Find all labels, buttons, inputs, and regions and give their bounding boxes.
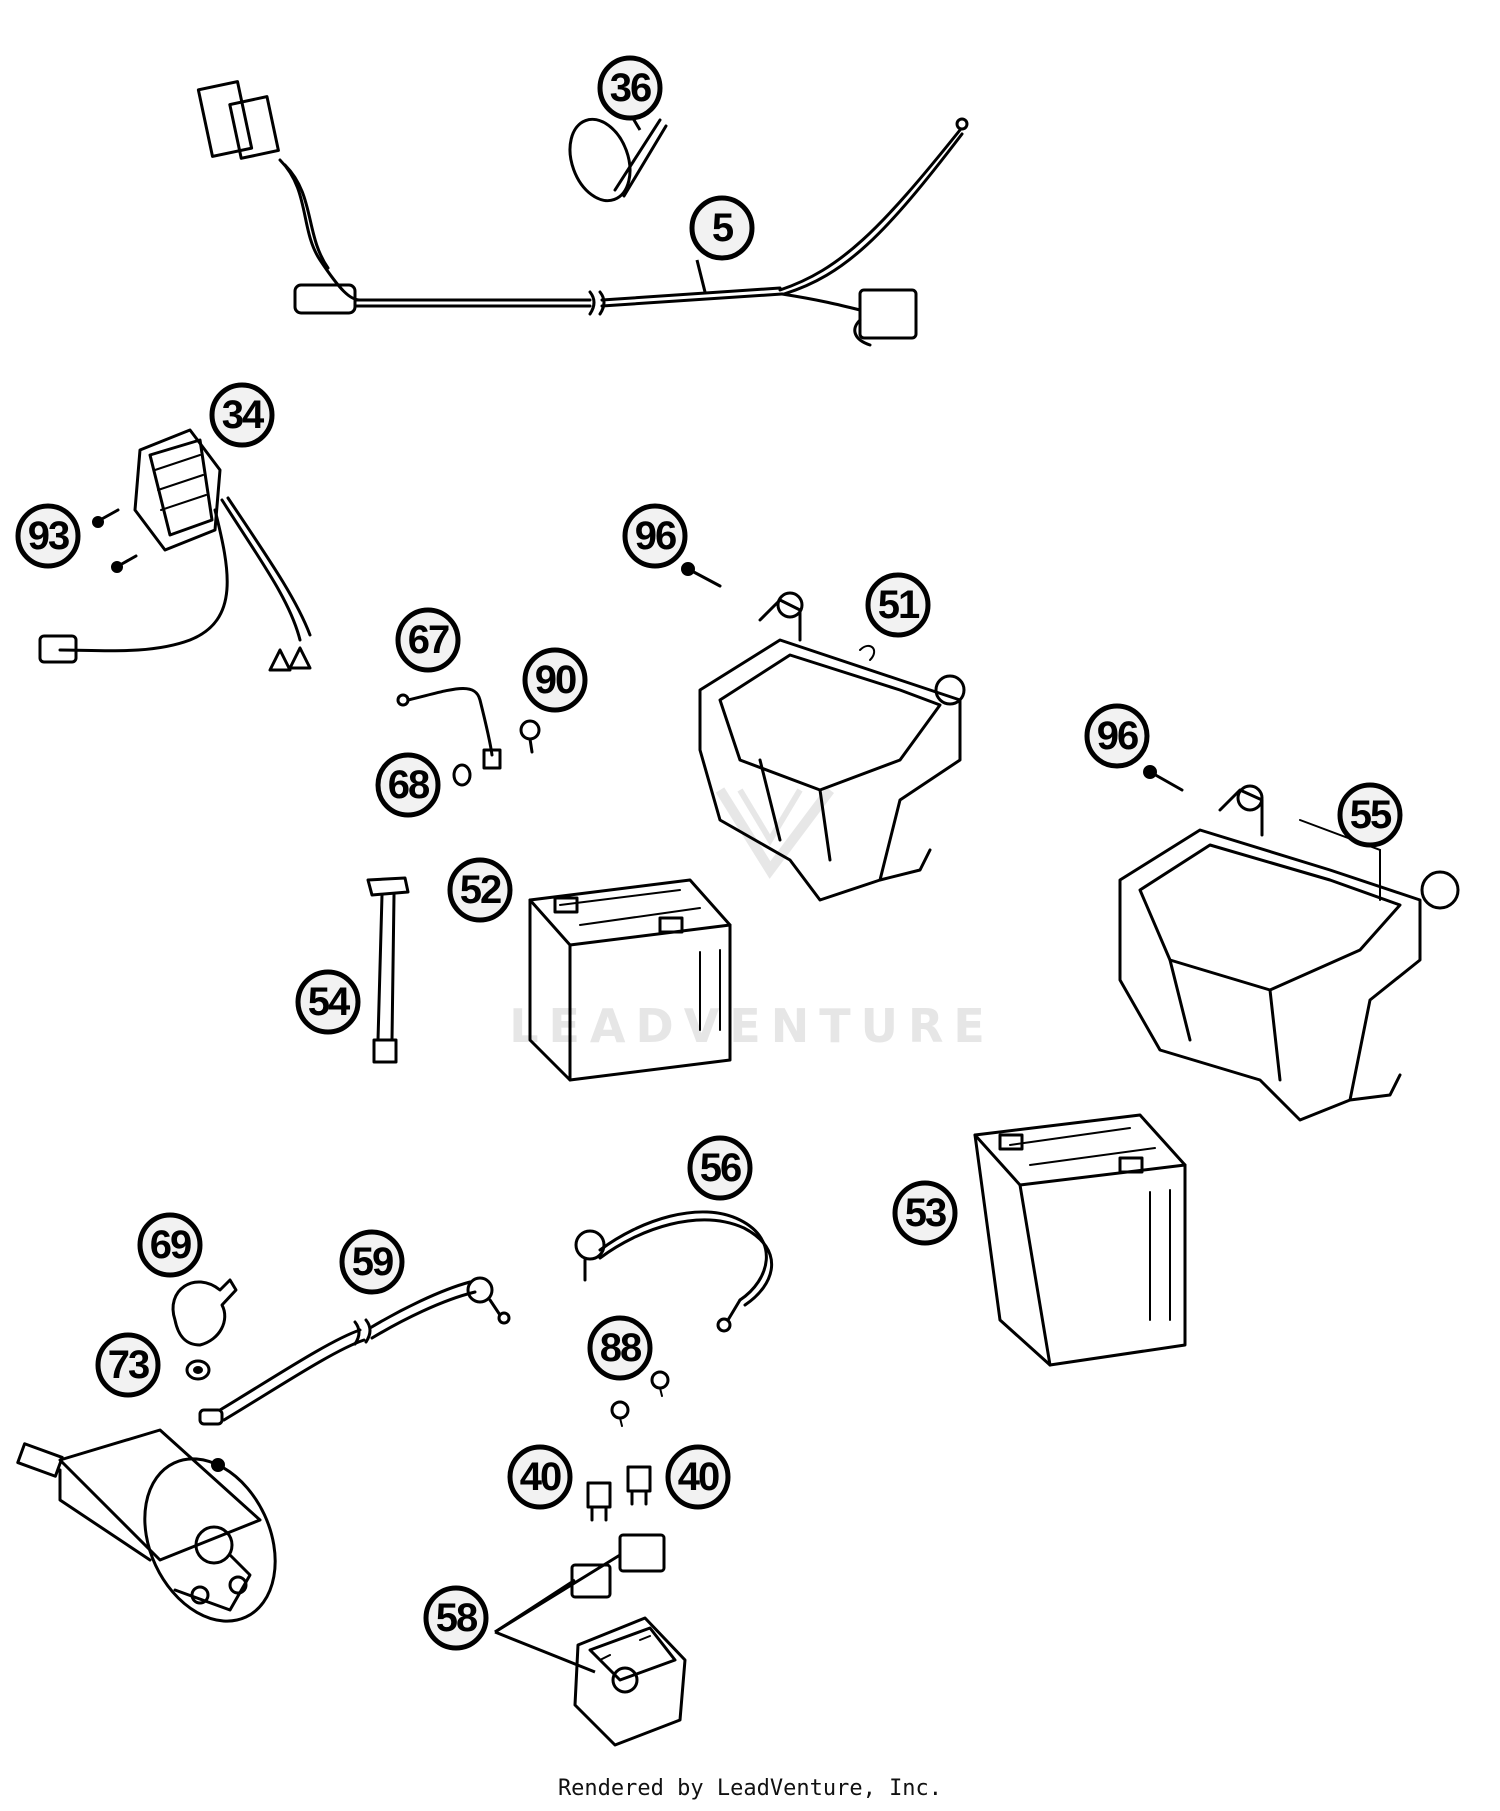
callout-96-right[interactable]: 96	[1084, 703, 1150, 769]
svg-text:93: 93	[28, 514, 69, 558]
svg-text:73: 73	[108, 1343, 149, 1387]
terminal-cap[interactable]	[171, 1278, 238, 1347]
callout-36[interactable]: 36	[597, 55, 663, 121]
callout-53[interactable]: 53	[892, 1180, 958, 1246]
svg-text:34: 34	[222, 393, 265, 437]
svg-text:69: 69	[150, 1223, 191, 1267]
svg-text:40: 40	[678, 1455, 719, 1499]
nut-73[interactable]	[185, 1359, 211, 1381]
battery-cable-56[interactable]	[574, 1210, 774, 1333]
callout-56[interactable]: 56	[687, 1135, 753, 1201]
battery-tray-51[interactable]	[698, 591, 966, 902]
svg-text:54: 54	[308, 980, 351, 1024]
callout-69[interactable]: 69	[137, 1212, 203, 1278]
bolt-96-right[interactable]	[1143, 765, 1184, 792]
svg-text:96: 96	[1097, 714, 1138, 758]
svg-text:5: 5	[712, 206, 734, 250]
svg-text:58: 58	[436, 1596, 478, 1640]
svg-text:55: 55	[1350, 793, 1392, 837]
svg-text:40: 40	[520, 1455, 561, 1499]
svg-text:68: 68	[388, 763, 430, 807]
svg-text:53: 53	[905, 1191, 946, 1235]
callout-67[interactable]: 67	[395, 607, 461, 673]
callout-90[interactable]: 90	[522, 647, 588, 713]
starter-cable[interactable]	[198, 1276, 511, 1426]
svg-text:59: 59	[352, 1240, 393, 1284]
callout-58[interactable]: 58	[423, 1585, 489, 1651]
callout-59[interactable]: 59	[339, 1229, 405, 1295]
ground-cable[interactable]	[396, 686, 502, 770]
battery-tray-55[interactable]	[1118, 784, 1460, 1122]
starter-motor[interactable]	[16, 1428, 301, 1642]
svg-text:56: 56	[700, 1146, 741, 1190]
svg-text:88: 88	[600, 1326, 642, 1370]
wiring-harness[interactable]	[196, 80, 969, 347]
fuse-right[interactable]	[626, 1465, 652, 1506]
callout-88[interactable]: 88	[587, 1315, 653, 1381]
callout-73[interactable]: 73	[95, 1332, 161, 1398]
callout-96-top[interactable]: 96	[622, 503, 688, 569]
starter-relay[interactable]	[573, 1616, 687, 1747]
svg-text:36: 36	[610, 66, 651, 110]
watermark-text: LEADVENTURE	[509, 999, 995, 1053]
callout-93[interactable]: 93	[15, 503, 81, 569]
battery-52[interactable]	[528, 878, 732, 1082]
callout-34[interactable]: 34	[209, 382, 275, 448]
svg-text:51: 51	[878, 583, 920, 627]
relay-small[interactable]	[570, 1533, 666, 1599]
callout-68[interactable]: 68	[375, 752, 441, 818]
washer-68[interactable]	[452, 763, 472, 787]
callout-54[interactable]: 54	[295, 969, 361, 1035]
screws-88[interactable]	[610, 1370, 670, 1427]
svg-text:96: 96	[635, 514, 676, 558]
callout-40-left[interactable]: 40	[507, 1444, 573, 1510]
battery-strap[interactable]	[366, 876, 410, 1064]
leader-lines	[494, 104, 707, 1674]
svg-text:90: 90	[535, 658, 576, 702]
mounting-screws[interactable]	[92, 508, 138, 573]
svg-text:52: 52	[460, 868, 501, 912]
callout-5[interactable]: 5	[689, 195, 755, 261]
callout-55[interactable]: 55	[1337, 782, 1403, 848]
svg-text:67: 67	[408, 618, 449, 662]
screw-90[interactable]	[519, 719, 541, 754]
bolt-96-top[interactable]	[681, 562, 722, 588]
fuse-left[interactable]	[586, 1481, 612, 1522]
battery-53[interactable]	[973, 1113, 1187, 1367]
watermark-logo	[715, 787, 834, 879]
footer-credit: Rendered by LeadVenture, Inc.	[557, 1776, 943, 1801]
callout-51[interactable]: 51	[865, 572, 931, 638]
cable-tie[interactable]	[559, 111, 668, 209]
callout-52[interactable]: 52	[447, 857, 513, 923]
voltage-regulator[interactable]	[38, 428, 312, 672]
callout-40-right[interactable]: 40	[665, 1444, 731, 1510]
